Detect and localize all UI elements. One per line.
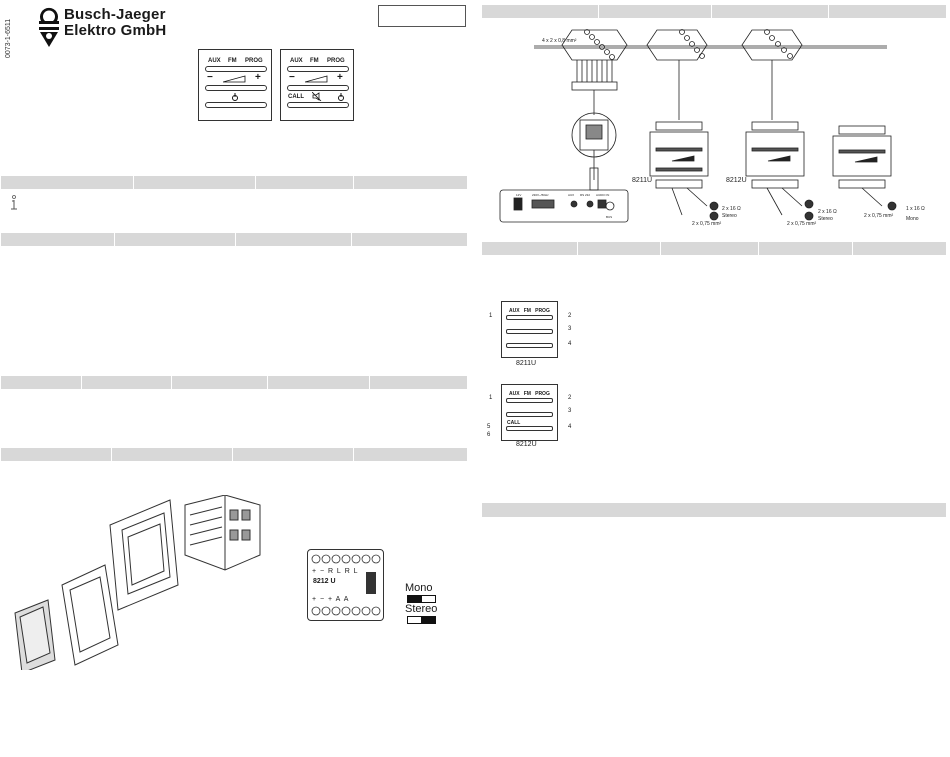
bottom-terminal-screws: [311, 606, 381, 616]
brand-logo-icon: [39, 7, 59, 47]
central-label-rs232: RS 232: [580, 193, 590, 197]
volume-ramp-icon: [223, 75, 246, 83]
speaker1-spec: 2 x 16 Ω: [722, 206, 741, 212]
info-icon: [11, 195, 17, 210]
wire3-spec: 2 x 0,75 mm²: [864, 213, 894, 219]
power-icon: [338, 93, 344, 101]
terminal-label: −: [319, 568, 325, 575]
power-rocker: [205, 102, 267, 108]
aux-label: AUX: [208, 58, 221, 64]
label-sticker: + − R L R L 8212 U + − + A A: [307, 549, 384, 621]
power-icon: [232, 93, 238, 101]
legend-8211u: AUX FM PROG: [501, 301, 558, 358]
section-bar-4: [1, 448, 467, 461]
prog-label: PROG: [245, 58, 263, 64]
speaker2-spec: 2 x 16 Ω: [818, 209, 837, 215]
callout-2: 2: [568, 313, 572, 319]
legend-8212u-label: 8212U: [516, 441, 537, 448]
fm-label: FM: [310, 58, 319, 64]
section-bar-6: [482, 242, 946, 255]
terminal-label: +: [327, 596, 333, 603]
wire2-spec: 2 x 0,75 mm²: [787, 221, 817, 227]
central-label-mains: 230V~/50Hz: [532, 193, 549, 197]
speaker2-mode: Stereo: [818, 216, 833, 222]
station-rocker: [205, 66, 267, 72]
volume-rocker: [205, 85, 267, 91]
terminal-label: A: [343, 596, 349, 603]
brand-line-1: Busch-Jaeger: [64, 6, 166, 23]
cable-label: 4 x 2 x 0,8 mm²: [542, 38, 577, 44]
prog-label: PROG: [327, 58, 345, 64]
callout-6: 6: [487, 432, 491, 438]
mono-switch-icon: [407, 595, 436, 603]
section-bar-7: [482, 503, 946, 517]
minus-label: −: [289, 72, 295, 83]
callout-3: 3: [568, 408, 572, 414]
terminal-label: L: [353, 568, 358, 575]
section-bar-1: [1, 176, 467, 189]
terminal-label: L: [336, 568, 341, 575]
model-number: 8212 U: [313, 578, 336, 585]
callout-1: 1: [489, 395, 493, 401]
station-rocker: [287, 66, 349, 72]
mono-label: Mono: [405, 582, 433, 594]
stereo-switch-icon: [407, 616, 436, 624]
terminal-label: +: [312, 568, 317, 575]
callout-1: 1: [489, 313, 493, 319]
terminal-label: A: [335, 596, 341, 603]
stereo-label: Stereo: [405, 603, 438, 615]
bottom-terminals: + − + A A: [312, 596, 348, 603]
power-rocker: [287, 102, 349, 108]
mute-icon: [312, 92, 322, 101]
callout-4: 4: [568, 341, 572, 347]
volume-ramp-icon: [305, 75, 328, 83]
central-label-bus: BUS: [606, 215, 612, 219]
top-terminal-screws: [311, 554, 381, 564]
terminal-label: −: [319, 596, 325, 603]
speaker1-mode: Stereo: [722, 213, 737, 219]
section-bar-5: [482, 5, 946, 18]
callout-4: 4: [568, 424, 572, 430]
central-label-aux: AUX: [568, 193, 574, 197]
speaker3-spec: 1 x 16 Ω: [906, 206, 925, 212]
device-8212u-front: AUX FM PROG − + CALL: [280, 49, 354, 121]
mono-stereo-switch: [366, 572, 376, 594]
assembly-exploded-view: [14, 495, 261, 670]
minus-label: −: [207, 72, 213, 83]
central-label-audio: AUDIO IN: [596, 193, 609, 197]
wire1-spec: 2 x 0,75 mm²: [692, 221, 722, 227]
terminal-label: R: [327, 568, 334, 575]
plus-label: +: [255, 72, 261, 83]
legend-8211u-label: 8211U: [516, 360, 537, 367]
legend-8212u: AUX FM PROG CALL: [501, 384, 558, 441]
top-terminals: + − R L R L: [312, 568, 358, 575]
callout-2: 2: [568, 395, 572, 401]
callout-5: 5: [487, 424, 491, 430]
section-bar-3: [1, 376, 467, 389]
terminal-label: R: [344, 568, 350, 575]
document-number: 0073-1-6511: [5, 18, 12, 58]
section-bar-2: [1, 233, 467, 246]
terminal-label: +: [312, 596, 317, 603]
aux-label: AUX: [290, 58, 303, 64]
brand-name: Busch-Jaeger Elektro GmbH: [64, 7, 166, 39]
callout-3: 3: [568, 326, 572, 332]
fm-label: FM: [228, 58, 237, 64]
call-label: CALL: [288, 94, 304, 100]
empty-label-box: [378, 5, 466, 27]
device-8211u-front: AUX FM PROG − +: [198, 49, 272, 121]
wiring-diagram: 4 x 2 x 0,8 mm² 8211U 8212U 2 x 16 Ω Ste…: [499, 29, 925, 227]
unit1-label: 8211U: [632, 177, 652, 184]
volume-rocker: [287, 85, 349, 91]
speaker3-mode: Mono: [906, 216, 919, 222]
unit2-label: 8212U: [726, 177, 747, 184]
plus-label: +: [337, 72, 343, 83]
central-label-12v: 12V: [516, 193, 521, 197]
brand-line-2: Elektro GmbH: [64, 22, 167, 39]
